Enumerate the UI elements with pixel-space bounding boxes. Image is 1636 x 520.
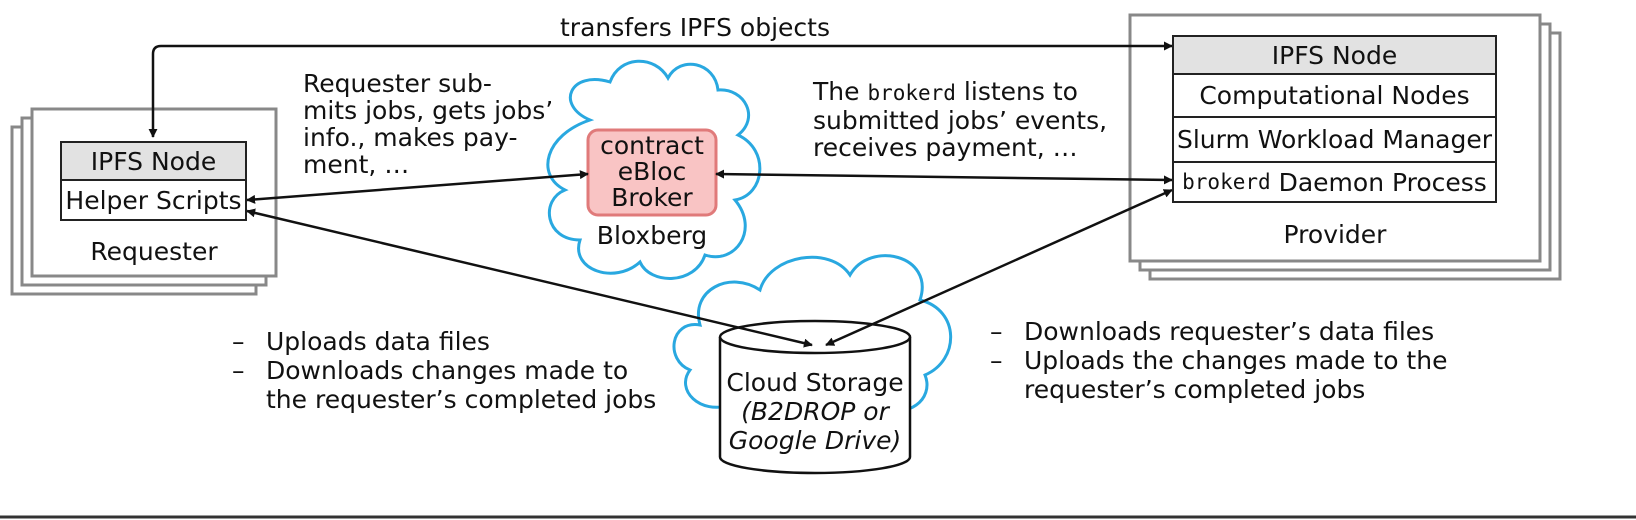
- arrow-contract-provider: [715, 169, 1173, 185]
- provider-note: Uploads the changes made to the: [990, 346, 1447, 375]
- arrow-requester-storage: [246, 208, 813, 348]
- provider-ipfs-node: IPFS Node: [1172, 35, 1497, 75]
- requester-helper-scripts: Helper Scripts: [60, 179, 247, 221]
- requester-note: Downloads changes made to: [232, 356, 656, 385]
- provider-message-line: submitted jobs’ events,: [813, 106, 1108, 135]
- storage-label: Cloud Storage (B2DROP or Google Drive): [720, 368, 910, 455]
- requester-note: Uploads data files: [232, 327, 656, 356]
- provider-notes: Downloads requester’s data files Uploads…: [990, 317, 1447, 404]
- requester-notes: Uploads data files Downloads changes mad…: [232, 327, 656, 414]
- requester-note-continuation: the requester’s completed jobs: [266, 385, 657, 414]
- provider-message-suffix: listens to: [963, 77, 1078, 106]
- requester-message: Requester sub- mits jobs, gets jobs’ inf…: [303, 70, 553, 178]
- bloxberg-label: Bloxberg: [596, 221, 708, 250]
- provider-note-continuation: requester’s completed jobs: [1024, 375, 1366, 404]
- requester-message-line: mits jobs, gets jobs’: [303, 96, 554, 125]
- provider-slurm-manager: Slurm Workload Manager: [1172, 116, 1497, 163]
- provider-message: The brokerd listens to submitted jobs’ e…: [813, 78, 1107, 161]
- contract-line: Broker: [611, 183, 693, 212]
- contract-line: contract: [600, 131, 704, 160]
- provider-message-prefix: The: [813, 77, 860, 106]
- requester-message-line: ment, …: [303, 150, 410, 179]
- ipfs-transfer-label: transfers IPFS objects: [560, 13, 830, 42]
- requester-ipfs-node: IPFS Node: [60, 141, 247, 181]
- provider-message-line: The brokerd listens to: [813, 78, 1107, 107]
- provider-brokerd-daemon: brokerd Daemon Process: [1172, 161, 1497, 203]
- requester-message-line: info., makes pay-: [303, 123, 518, 152]
- provider-note: Downloads requester’s data files: [990, 317, 1447, 346]
- arrow-requester-contract: [246, 170, 589, 204]
- brokerd-code: brokerd: [1182, 170, 1271, 194]
- storage-title: Cloud Storage: [726, 368, 904, 397]
- arrow-provider-storage: [825, 188, 1173, 347]
- contract-line: eBloc: [617, 157, 687, 186]
- provider-title: Provider: [1283, 220, 1387, 249]
- requester-message-line: Requester sub-: [303, 69, 492, 98]
- storage-subtitle: (B2DROP or: [741, 397, 889, 426]
- arrow-ipfs-transfer: [148, 41, 1173, 138]
- contract-label: contract eBloc Broker: [588, 133, 716, 211]
- storage-subtitle: Google Drive): [728, 426, 902, 455]
- requester-title: Requester: [90, 237, 218, 266]
- daemon-label: Daemon Process: [1278, 167, 1487, 197]
- brokerd-code: brokerd: [867, 81, 956, 105]
- provider-computational-nodes: Computational Nodes: [1172, 73, 1497, 118]
- provider-message-line: receives payment, …: [813, 133, 1078, 162]
